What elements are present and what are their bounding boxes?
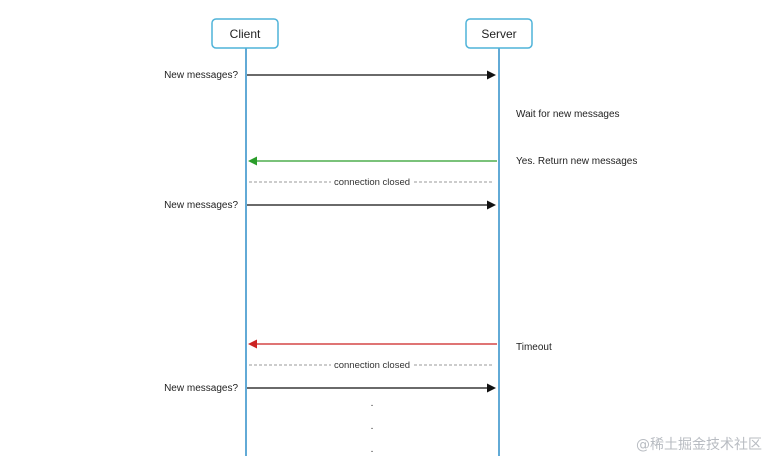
- wait-note: Wait for new messages: [516, 109, 620, 120]
- continuation-dot-1: .: [371, 398, 374, 409]
- connection-closed-2: connection closed: [249, 358, 494, 372]
- connection-closed-1: connection closed: [249, 175, 494, 189]
- client-box: [211, 18, 279, 49]
- timeout-message: Timeout: [248, 339, 552, 353]
- continuation-dot-3: .: [371, 444, 374, 455]
- request-message-1: New messages?: [164, 70, 496, 81]
- request-label-2: New messages?: [164, 200, 238, 211]
- client-participant: Client: [211, 18, 279, 49]
- connection-closed-label-2: connection closed: [334, 360, 410, 371]
- server-label: Server: [481, 27, 516, 41]
- continuation-dots: . . .: [371, 398, 374, 455]
- connection-closed-label-bg-2: [331, 358, 413, 372]
- timeout-label: Timeout: [516, 342, 552, 353]
- continuation-dot-2: .: [371, 421, 374, 432]
- request-label-3: New messages?: [164, 383, 238, 394]
- request-message-2: New messages?: [164, 200, 496, 211]
- request-label-1: New messages?: [164, 70, 238, 81]
- request-message-3: New messages?: [164, 383, 496, 394]
- request-arrowhead-3: [487, 383, 496, 393]
- response-yes-arrowhead: [248, 156, 257, 166]
- timeout-arrowhead: [248, 339, 257, 349]
- watermark: @稀土掘金技术社区: [636, 437, 762, 453]
- request-arrowhead-2: [487, 200, 496, 210]
- server-box: [465, 18, 533, 49]
- response-yes-message: Yes. Return new messages: [248, 156, 637, 167]
- connection-closed-label-1: connection closed: [334, 177, 410, 188]
- request-arrowhead-1: [487, 70, 496, 80]
- response-yes-label: Yes. Return new messages: [516, 156, 637, 167]
- connection-closed-label-bg-1: [331, 175, 413, 189]
- server-participant: Server: [465, 18, 533, 49]
- client-label: Client: [230, 27, 261, 41]
